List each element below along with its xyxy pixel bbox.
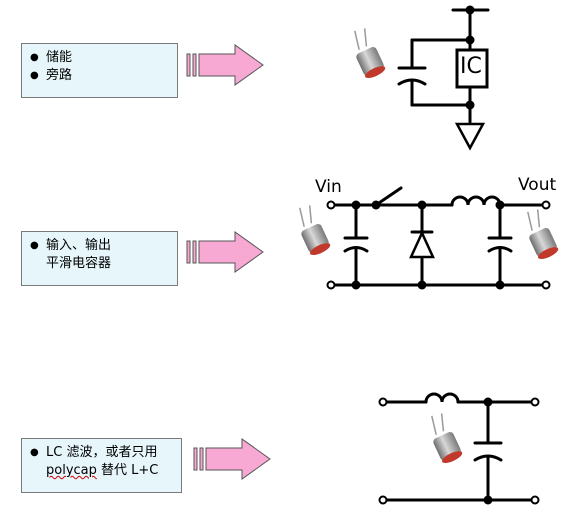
diode-icon xyxy=(409,229,435,259)
aluminum-capacitor-icon xyxy=(354,28,386,78)
bullet-icon: ● xyxy=(30,240,39,251)
ic-label: IC xyxy=(460,54,482,79)
bullet-text: 旁路 xyxy=(46,68,73,83)
right-arrow-icon xyxy=(193,438,271,480)
smoothing-circuit xyxy=(330,186,547,287)
annotation-panel-storage-bypass: ● 储能 ● 旁路 xyxy=(21,43,178,98)
bullet-text: 输入、输出 xyxy=(46,238,112,253)
terminal-icons xyxy=(378,397,540,505)
aluminum-capacitor-icon xyxy=(299,205,331,255)
bullet-text: 储能 xyxy=(46,50,73,65)
underlined-word: polycap xyxy=(46,463,97,478)
bullet-item: ● 储能 xyxy=(30,49,169,67)
vout-label: Vout xyxy=(518,175,557,195)
bullet-item: ● 输入、输出 xyxy=(30,237,169,255)
circuit-nodes xyxy=(465,5,475,110)
ic-block xyxy=(455,48,489,89)
terminal-icons xyxy=(326,200,551,290)
bullet-icon: ● xyxy=(30,447,39,458)
bullet-icon: ● xyxy=(30,70,39,81)
bullet-icon: ● xyxy=(30,52,39,63)
bullet-continuation: polycap 替代 L+C xyxy=(30,462,173,480)
bullet-item: ● LC 滤波，或者只用 xyxy=(30,444,173,462)
right-arrow-icon xyxy=(186,231,264,273)
ground-icon xyxy=(454,122,486,151)
annotation-panel-lc-filter: ● LC 滤波，或者只用 polycap 替代 L+C xyxy=(21,438,182,493)
continuation-rest: 替代 L+C xyxy=(96,463,159,478)
circuit-nodes xyxy=(483,397,493,505)
aluminum-capacitor-icon xyxy=(527,209,559,259)
right-arrow-icon xyxy=(186,44,264,86)
aluminum-capacitor-icon xyxy=(431,413,463,463)
circuit-nodes xyxy=(351,200,505,290)
bullet-continuation: 平滑电容器 xyxy=(46,256,112,271)
bullet-item: ● 旁路 xyxy=(30,67,169,85)
vin-label: Vin xyxy=(315,177,342,197)
annotation-panel-smoothing: ● 输入、输出 平滑电容器 xyxy=(21,231,178,286)
lc-filter-circuit xyxy=(382,392,536,502)
bullet-text: LC 滤波，或者只用 xyxy=(46,445,158,460)
